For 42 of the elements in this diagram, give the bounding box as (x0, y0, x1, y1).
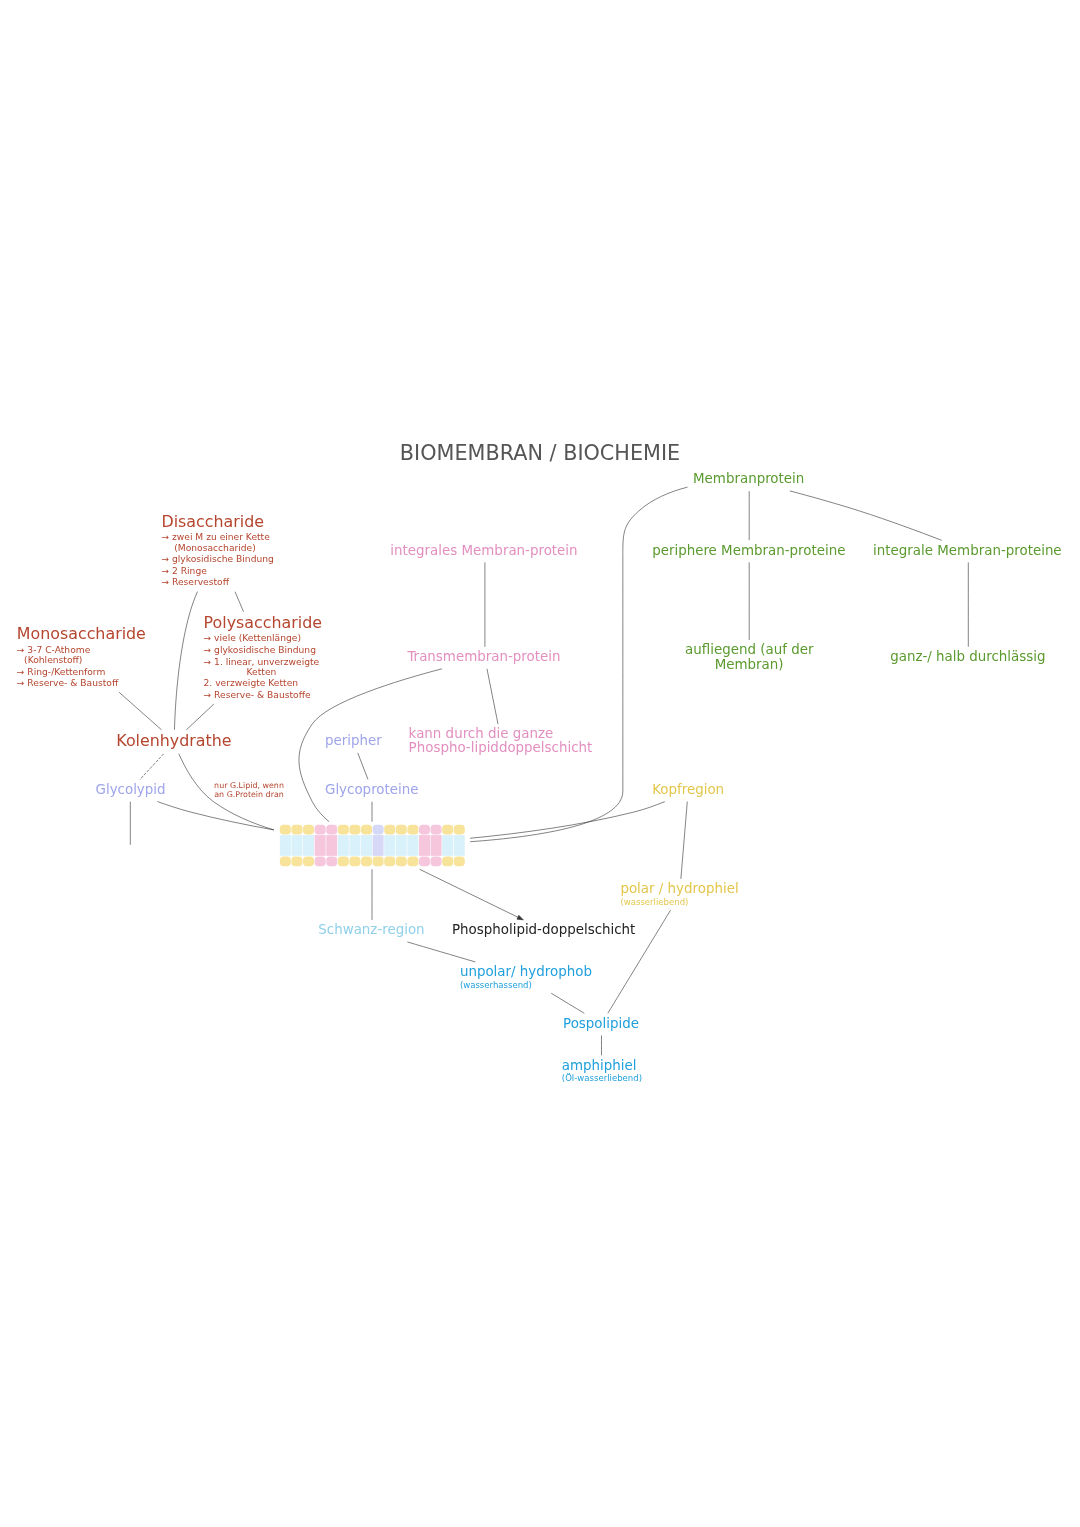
connector (178, 752, 275, 830)
node-text: Kopfregion (652, 781, 725, 797)
node-text: integrales Membran-protein (390, 542, 578, 558)
node-text: Glycoproteine (325, 781, 419, 797)
connector (550, 992, 585, 1014)
connector (607, 909, 671, 1014)
connector (357, 752, 369, 780)
connector (298, 668, 443, 822)
connector (789, 490, 943, 541)
connector (486, 668, 499, 724)
arrow (419, 868, 524, 920)
node-text: periphere Membran-proteine (652, 542, 846, 558)
connector (174, 590, 198, 730)
connector (157, 800, 275, 830)
connector (118, 691, 162, 730)
connector (139, 753, 164, 780)
node-text: Glycolypid (95, 781, 166, 797)
connector (469, 800, 666, 839)
node-text: Transmembran-protein (407, 648, 561, 664)
node-text: Monosaccharide → 3-7 C-Athome (Kohlenstoff) → Ring-/Kettenform → Reserve- & Baustoff (16, 623, 146, 688)
node-text: peripher (325, 732, 382, 748)
node-text: ganz-/ halb durchlässig (890, 648, 1046, 664)
connector (407, 941, 476, 962)
connector (234, 590, 244, 612)
node-text: kann durch die ganze Phospho-lipiddoppelschicht (408, 725, 593, 755)
node-text: amphiphiel (Öl-wasserliebend) (561, 1057, 642, 1083)
node-text: Membranprotein (693, 470, 805, 486)
diagram-title: BIOMEMBRAN / BIOCHEMIE (399, 440, 681, 465)
connector (186, 703, 215, 730)
node-text: Polysaccharide → viele (Kettenlänge) → glykosidische Bindung → 1. linear, unverzweigte Ketten 2. verzweigte Ketten → Reserve- & Baustoffe (203, 612, 322, 700)
node-text: Phospholipid-doppelschicht (451, 921, 636, 937)
node-text: polar / hydrophiel (wasserliebend) (620, 880, 739, 907)
node-text: Kolenhydrathe (116, 730, 232, 750)
connector (601, 1034, 602, 1056)
node-text: Pospolipide (563, 1015, 639, 1031)
node-text: Schwanz-region (318, 921, 425, 937)
node-text: unpolar/ hydrophob (wasserhassend) (459, 963, 592, 990)
node-text: integrale Membran-proteine (873, 542, 1062, 558)
node-text: Disaccharide → zwei M zu einer Kette (Monosaccharide) → glykosidische Bindung → 2 Ringe → Reservestoff (161, 511, 274, 587)
connector (469, 486, 688, 842)
node-text: aufliegend (auf der Membran) (685, 641, 814, 672)
connector (680, 800, 688, 879)
